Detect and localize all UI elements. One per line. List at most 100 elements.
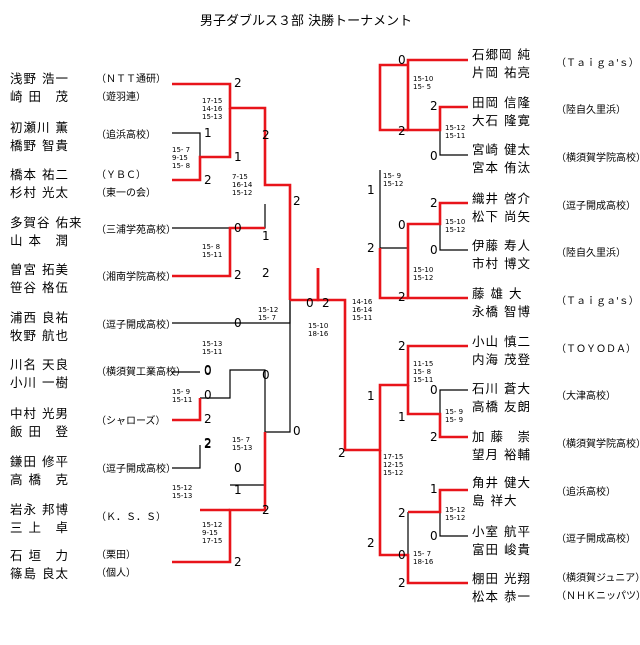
round-score: 0 (398, 548, 406, 562)
player-name: 三 上 卓 (10, 520, 69, 535)
round-score: 0 (262, 368, 270, 382)
player-name: 大石 隆寛 (472, 113, 531, 128)
club-name: （横須賀ジュニア） (556, 573, 640, 584)
club-name: （個人） (96, 568, 136, 579)
club-name: （湘南学院高校） (96, 272, 176, 283)
club-name: （ＮＨＫニッパツ） (556, 591, 640, 602)
player-name: 篠島 良太 (10, 566, 69, 581)
player-name: 高橋 友朗 (472, 399, 531, 414)
club-name: （ＮＴＴ通研） (96, 74, 166, 85)
round-score: 2 (367, 536, 375, 550)
round-score: 2 (430, 99, 438, 113)
player-name: 橋野 智貴 (10, 138, 69, 153)
round-score: 1 (367, 183, 375, 197)
club-name: （三浦学苑高校） (96, 225, 176, 236)
player-name: 杉村 光太 (10, 185, 69, 200)
player-name: 石 垣 力 (10, 548, 69, 563)
player-name: 浅野 浩一 (10, 71, 69, 86)
round-score: 2 (234, 268, 242, 282)
club-name: （逗子開成高校） (556, 534, 636, 545)
round-score: 2 (234, 76, 242, 90)
club-name: （逗子開成高校） (96, 320, 176, 331)
round-score: 0 (430, 383, 438, 397)
club-name: （逗子開成高校） (96, 464, 176, 475)
round-score: 1 (234, 483, 242, 497)
player-name: 加 藤 崇 (472, 429, 531, 444)
round-score: 0 (293, 424, 301, 438)
round-score: 0 (430, 529, 438, 543)
player-name: 角井 健大 (472, 475, 531, 490)
player-name: 崎 田 茂 (10, 89, 69, 104)
player-name: 飯 田 登 (10, 424, 69, 439)
club-name: （Ｔａｉｇａ'ｓ） (556, 296, 639, 307)
player-name: 宮崎 健太 (472, 142, 531, 157)
round-score: 0 (430, 149, 438, 163)
club-name: （ＴＯＹＯＤＡ） (556, 344, 636, 355)
player-name: 笹谷 格伍 (10, 280, 69, 295)
club-name: （陸自久里浜） (556, 105, 626, 116)
round-score: 2 (204, 173, 212, 187)
player-name: 内海 茂登 (472, 352, 531, 367)
round-score: 0 (204, 364, 212, 378)
player-name: 藤 雄 大 (472, 286, 523, 301)
player-name: 織井 啓介 (472, 191, 531, 206)
round-score: 1 (430, 482, 438, 496)
round-score: 0 (430, 243, 438, 257)
round-score: 2 (204, 437, 212, 451)
final-score-right: 2 (322, 296, 330, 310)
club-name: （遊羽連） (96, 92, 146, 103)
round-score: 0 (234, 316, 242, 330)
round-score: 2 (398, 506, 406, 520)
player-name: 永橋 智博 (472, 304, 531, 319)
round-score: 1 (367, 389, 375, 403)
round-score: 1 (398, 410, 406, 424)
club-name: （東一の会） (96, 188, 156, 199)
round-score: 0 (204, 363, 212, 377)
player-name: 鎌田 修平 (10, 454, 69, 469)
player-name: 松本 恭一 (472, 589, 531, 604)
round-score: 1 (234, 150, 242, 164)
final-score-left: 0 (306, 296, 314, 310)
round-score: 0 (398, 53, 406, 67)
club-name: （追浜高校） (96, 130, 156, 141)
round-score: 2 (262, 266, 270, 280)
round-score: 2 (204, 436, 212, 450)
club-name: （シャローズ） (96, 416, 166, 427)
round-score: 2 (398, 576, 406, 590)
round-score: 2 (398, 290, 406, 304)
player-name: 小山 慎二 (472, 334, 531, 349)
club-name: （追浜高校） (556, 487, 616, 498)
player-name: 棚田 光翔 (472, 571, 531, 586)
round-score: 2 (262, 503, 270, 517)
club-name: （横須賀学院高校） (556, 153, 640, 164)
player-name: 初瀬川 薫 (10, 120, 69, 135)
round-score: 2 (398, 339, 406, 353)
player-name: 伊藤 寿人 (472, 238, 531, 253)
club-name: （Ｋ．Ｓ．Ｓ） (96, 512, 166, 523)
round-score: 2 (204, 412, 212, 426)
club-name: （大津高校） (556, 391, 616, 402)
player-name: 松下 尚矢 (472, 209, 531, 224)
player-name: 小川 一樹 (10, 375, 69, 390)
round-score: 2 (293, 194, 301, 208)
club-name: （栗田） (96, 550, 136, 561)
round-score: 0 (204, 388, 212, 402)
round-score: 1 (262, 229, 270, 243)
